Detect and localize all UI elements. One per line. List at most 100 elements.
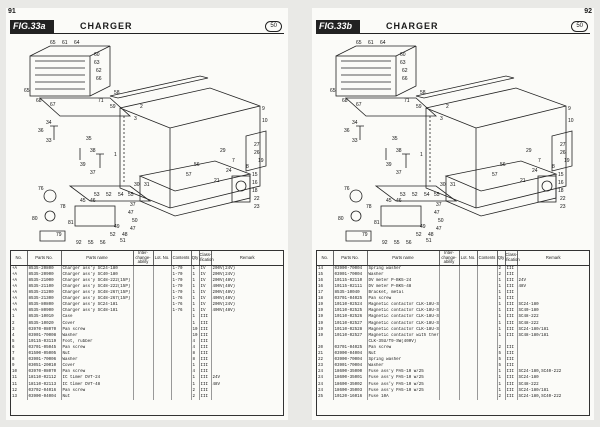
table-cell: 8535-21300 [27,296,62,303]
table-cell [439,296,460,303]
table-cell: Pan screw [367,296,440,303]
svg-text:54: 54 [424,192,430,198]
table-cell: 1-70 [171,265,192,272]
table-cell [477,332,498,339]
table-cell: 4 [191,369,200,376]
table-cell [133,265,154,272]
table-cell: Case [61,314,134,321]
svg-text:45: 45 [386,198,392,204]
table-cell [133,283,154,291]
table-cell: III [505,344,518,351]
table-cell [133,320,154,327]
table-cell [477,326,498,333]
table-cell: 10110-02526 [333,314,368,321]
table-cell: 1 [497,308,506,315]
svg-text:8: 8 [552,164,555,170]
table-cell: Washer [367,271,440,278]
table-cell: 4 [11,332,28,339]
svg-text:58: 58 [114,90,120,96]
table-cell [439,308,460,315]
table-cell: 2 [191,387,200,394]
table-row: CLK-35U/T9-SW(400V) [317,338,589,345]
table-cell: 19 [317,314,334,321]
table-cell: 8535-10010 [27,314,62,321]
table-cell [459,283,478,291]
page-header: FIG.33b CHARGER 50 [316,20,590,34]
table-cell: IV [199,302,212,309]
table-cell [439,314,460,321]
section-code: 50 [265,21,282,32]
table-cell [133,302,154,309]
table-cell [439,357,460,364]
table-cell: Charger ass'y SC48-267(15P) [61,290,134,297]
svg-text:51: 51 [426,238,432,244]
table-cell: III [199,351,212,358]
table-cell [477,381,498,388]
svg-text:50: 50 [438,218,444,224]
table-cell: III [199,338,212,345]
table-cell: 10 [191,326,200,333]
svg-text:79: 79 [362,232,368,238]
svg-text:76: 76 [38,186,44,192]
table-cell [171,381,192,388]
table-cell: Charger ass'y SC24-180 [61,265,134,272]
table-cell: 19 [317,302,334,309]
table-cell [505,338,518,345]
svg-text:22: 22 [254,196,260,202]
svg-text:55: 55 [434,192,440,198]
table-cell: 2 [11,320,28,327]
table-cell [133,369,154,376]
table-cell: SC48-222 [518,382,539,387]
table-cell [439,290,460,297]
table-cell: +A [11,271,28,278]
svg-text:39: 39 [80,162,86,168]
table-cell: 24 [317,381,334,388]
table-cell [459,326,478,333]
svg-text:9: 9 [568,106,571,112]
table-cell [497,338,506,345]
table-cell [153,369,172,376]
table-cell: 1 [497,283,506,291]
table-cell: 10115-02110 [333,277,368,284]
table-cell [477,351,498,358]
svg-text:1: 1 [114,152,117,158]
svg-text:65: 65 [50,40,56,46]
table-cell: 18110-02113 [27,381,62,388]
figure-label: FIG.33a [10,20,54,33]
svg-text:47: 47 [436,226,442,232]
table-cell: 8535-20900 [27,271,62,278]
svg-text:30: 30 [440,182,446,188]
table-cell: 1 [191,271,200,278]
svg-text:48: 48 [122,232,128,238]
table-cell: 22 [317,357,334,364]
table-cell [459,393,478,400]
svg-text:38: 38 [90,148,96,154]
column-header: Remark [211,251,283,266]
table-cell: SC48-180/181 [518,333,549,338]
table-cell [133,381,154,388]
svg-text:48: 48 [428,232,434,238]
table-cell: Foot, rubber [61,338,134,345]
table-cell [477,387,498,394]
figure-label: FIG.33b [316,20,360,33]
table-cell: 1-76 [171,308,192,315]
table-cell: 03970-08070 [27,369,62,376]
svg-text:45: 45 [80,198,86,204]
svg-text:64: 64 [380,40,386,46]
table-cell: IV [199,265,212,272]
table-cell: 03901-70006 [27,357,62,364]
table-cell [153,277,172,284]
table-cell [171,375,192,382]
table-cell: IV [199,271,212,278]
svg-text:81: 81 [68,220,74,226]
table-cell [153,393,172,400]
svg-text:80: 80 [32,216,38,222]
